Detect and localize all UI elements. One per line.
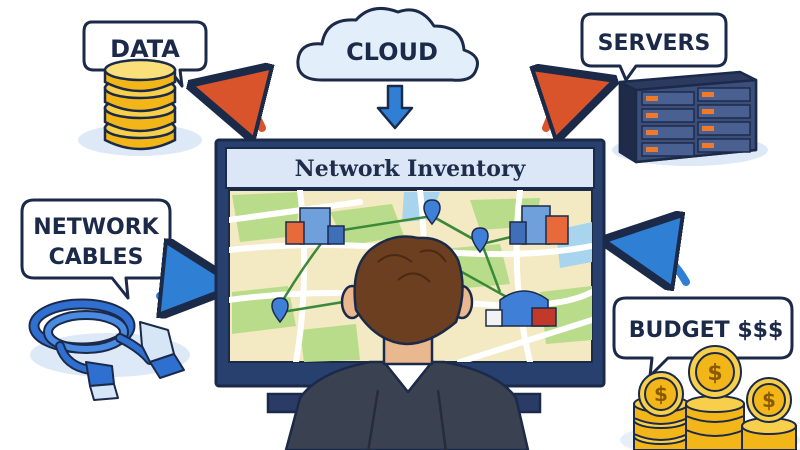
database-icon [103, 58, 177, 151]
arrow-to-servers [546, 92, 580, 128]
servers-label: SERVERS [598, 31, 711, 56]
coin-symbol-center: $ [707, 361, 722, 386]
office-building-left-icon [285, 207, 345, 245]
network-cables-label-line2: CABLES [49, 245, 144, 270]
network-cables-bubble: NETWORK CABLES [20, 198, 172, 300]
servers-bubble: SERVERS [580, 12, 728, 82]
network-cable-icon [28, 298, 155, 375]
arrow-from-budget [640, 246, 690, 282]
coin-dollar-signs: $ $ $ [654, 361, 776, 412]
coin-symbol-left: $ [654, 382, 668, 406]
datacenter-building-icon [485, 290, 557, 327]
rj45-connector-icon [85, 321, 185, 401]
cloud-down-arrow [376, 84, 414, 130]
arrow-to-data [226, 94, 262, 128]
cloud-label: CLOUD [346, 38, 438, 66]
person-back-view [284, 235, 530, 450]
budget-label: BUDGET $$$ [629, 318, 784, 343]
office-building-right-icon [509, 205, 569, 245]
map-pins [271, 199, 489, 324]
network-cables-label-line1: NETWORK [33, 215, 159, 240]
cloud-icon: CLOUD [296, 6, 479, 82]
budget-bubble: BUDGET $$$ [612, 296, 794, 378]
coin-stack-right [741, 377, 797, 450]
server-units [641, 87, 751, 157]
server-leds [646, 92, 714, 152]
screen-title: Network Inventory [295, 156, 527, 182]
coin-stack-left [633, 371, 689, 450]
coin-symbol-right: $ [762, 388, 776, 412]
data-label: DATA [110, 35, 180, 63]
arrow-from-cables [156, 282, 200, 296]
coin-stack-center [685, 345, 745, 450]
